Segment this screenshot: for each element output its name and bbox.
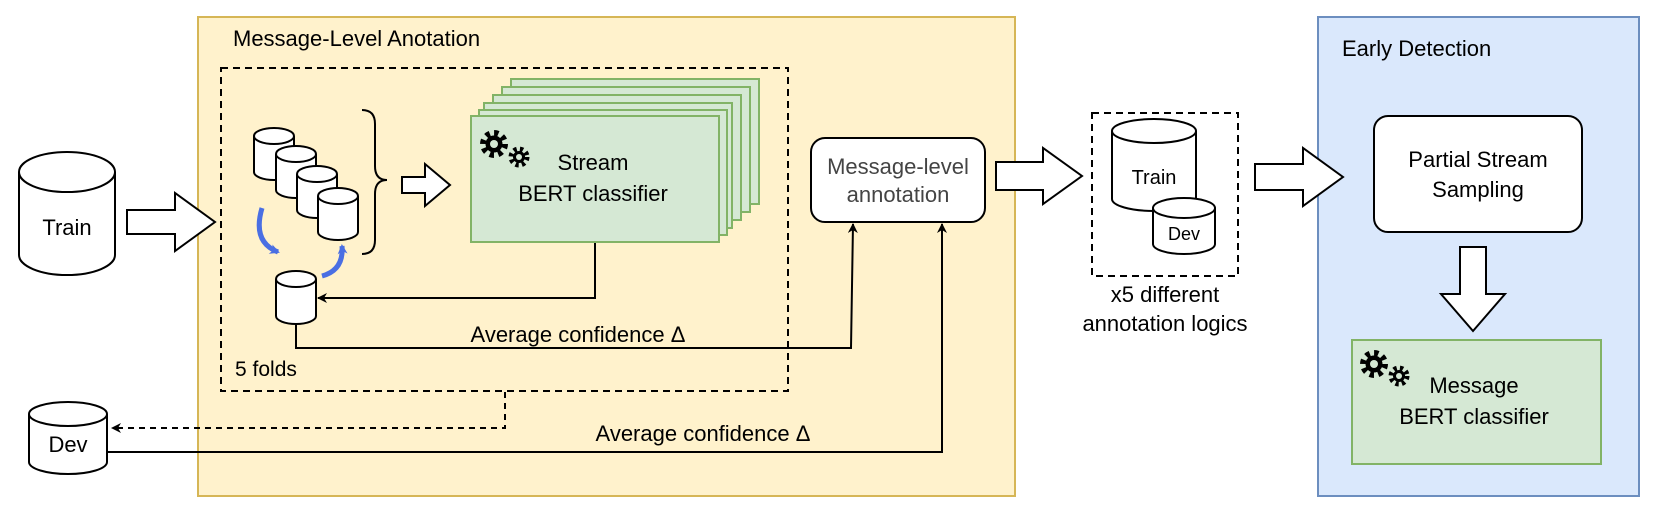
train-database: Train (18, 151, 116, 276)
dev-to-annotation-connector (108, 223, 947, 453)
folds-label: 5 folds (235, 358, 297, 381)
input-arrow (126, 191, 217, 253)
classifier-to-fold-connector (317, 243, 596, 303)
logics-caption-line2: annotation logics (1082, 311, 1247, 336)
fold-rotation-arrow-left (256, 207, 280, 255)
partial-stream-sampling-line2: Sampling (1432, 177, 1524, 202)
stream-classifier-line2: BERT classifier (518, 181, 668, 206)
sampling-output-arrow (1438, 246, 1508, 333)
held-out-fold-database (275, 270, 317, 325)
fold-to-annotation-connector (295, 223, 858, 349)
stream-classifier-line1: Stream (558, 150, 629, 175)
early-detection-title: Early Detection (1342, 36, 1491, 61)
message-level-annotation-line2: annotation (847, 182, 950, 207)
confidence-label-bottom: Average confidence Δ (596, 421, 811, 446)
gear-icon (1388, 365, 1410, 387)
annotated-dev-label: Dev (1168, 224, 1200, 244)
stream-classifier-card (470, 115, 720, 243)
gear-icon (1360, 350, 1388, 378)
message-level-annotation-line1: Message-level (827, 154, 969, 179)
dev-database-label: Dev (48, 432, 87, 457)
folds-to-dev-connector (111, 392, 506, 433)
dev-database: Dev (28, 401, 108, 475)
confidence-label-top: Average confidence Δ (471, 322, 686, 347)
annotated-train-label: Train (1132, 167, 1177, 189)
annotation-section-title: Message-Level Anotation (233, 26, 480, 51)
message-classifier-line1: Message (1429, 373, 1518, 398)
fold-rotation-arrow-right (321, 244, 348, 279)
message-level-annotation-box (810, 137, 986, 223)
partial-stream-sampling-box (1373, 115, 1583, 233)
gear-icon (480, 130, 508, 158)
train-database-label: Train (42, 215, 91, 240)
partial-stream-sampling-line1: Partial Stream (1408, 147, 1547, 172)
folds-brace (361, 109, 388, 255)
fold-database-4 (317, 187, 359, 241)
annotated-dev-database: Dev (1152, 197, 1216, 255)
logics-caption-line1: x5 different (1111, 282, 1219, 307)
classifier-input-arrow (401, 161, 452, 209)
message-classifier-card (1351, 339, 1602, 465)
message-classifier-line2: BERT classifier (1399, 404, 1549, 429)
early-detection-input-arrow (1254, 146, 1345, 208)
annotated-sets-box (1091, 112, 1239, 277)
annotation-output-arrow (995, 146, 1084, 206)
gear-icon (508, 146, 530, 168)
